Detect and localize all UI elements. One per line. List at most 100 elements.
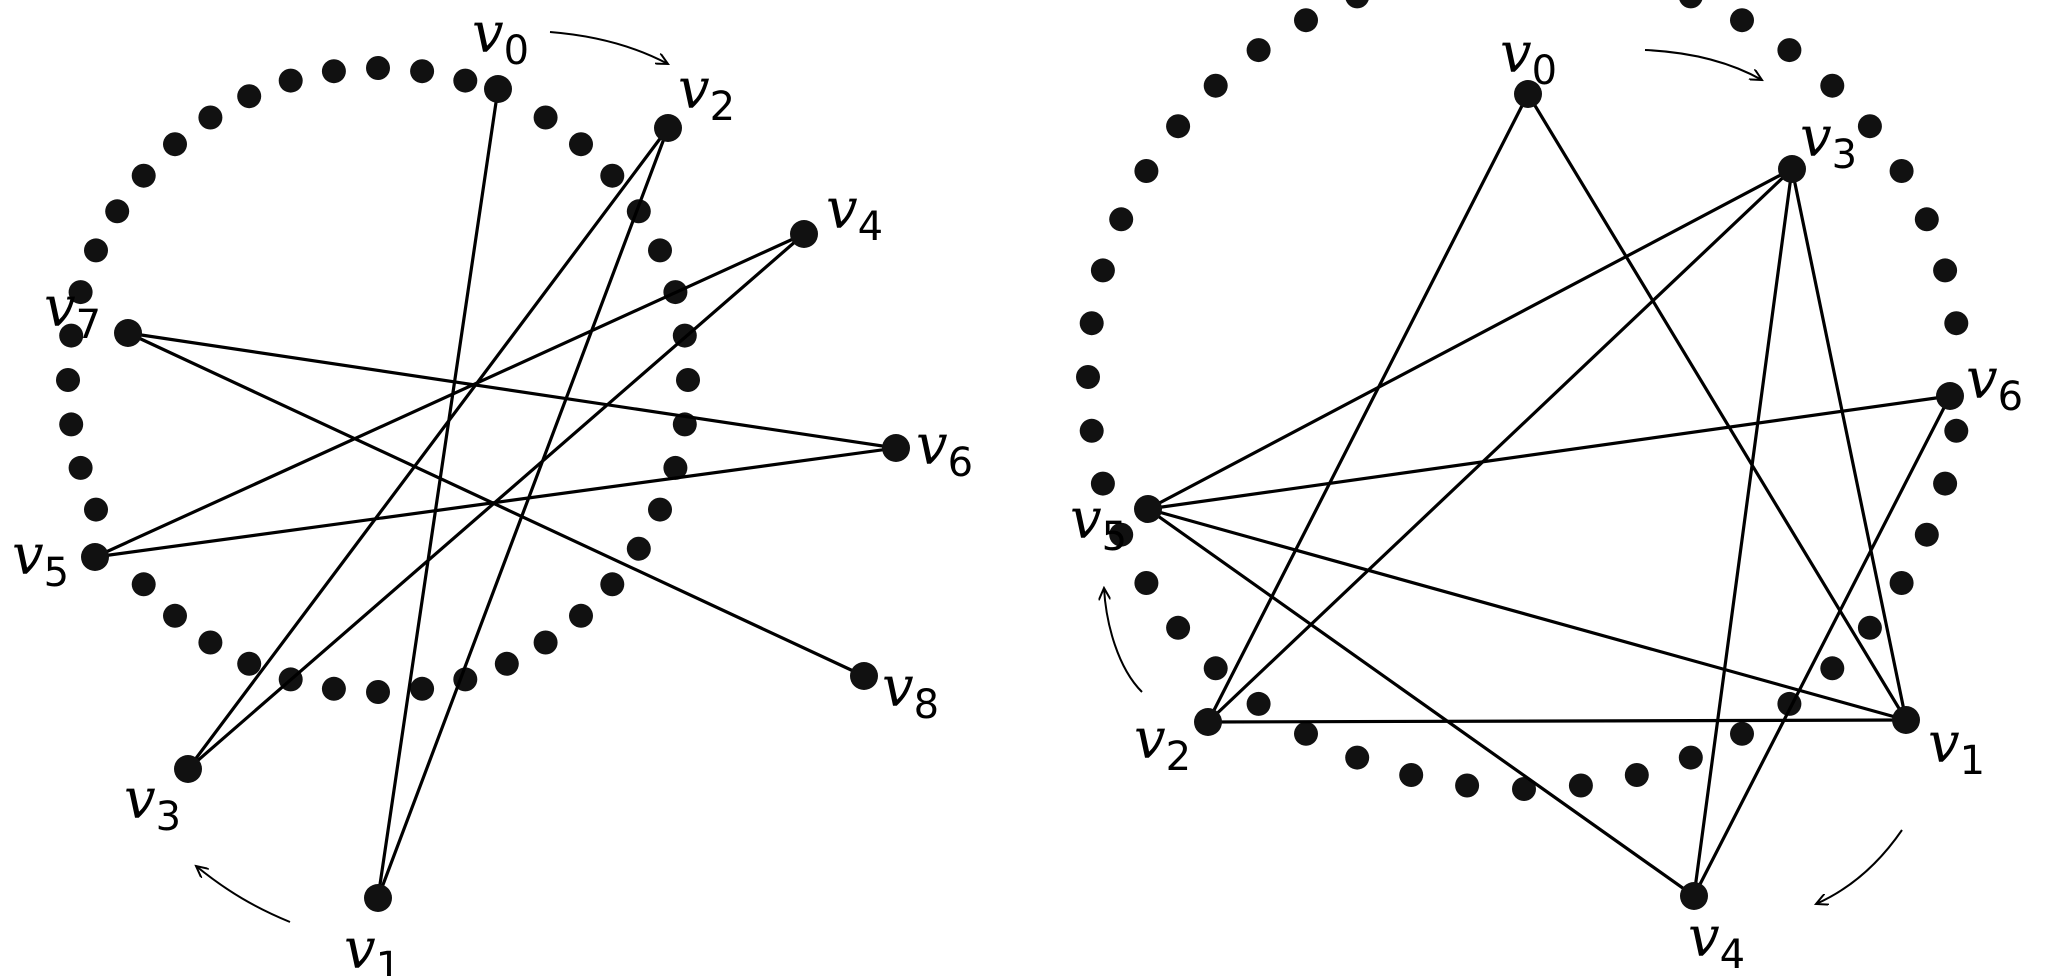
ring-dot	[163, 132, 187, 157]
vertex-letter: v	[344, 917, 376, 976]
vertex-subscript: 6	[1998, 374, 2023, 420]
vertex-label-v2: v2	[1134, 707, 1191, 780]
vertex-label-v3: v3	[124, 767, 181, 840]
vertex-label-v8: v8	[882, 655, 939, 728]
vertex-v0	[484, 75, 512, 103]
edge-v4-v5	[93, 232, 806, 559]
ring-dot	[494, 651, 519, 676]
ring-dot	[278, 68, 303, 93]
ring-dot	[676, 368, 700, 392]
ring-dot	[1624, 763, 1649, 787]
vertex-v5	[81, 543, 109, 571]
ring-dot	[1568, 773, 1593, 798]
ring-dot	[198, 630, 223, 655]
vertex-v4	[790, 220, 818, 248]
edge-v6-v4	[1692, 394, 1952, 898]
edge-v5-v1	[1146, 507, 1908, 722]
edges	[93, 87, 898, 900]
ring-dot	[84, 238, 108, 263]
vertex-v0	[1514, 80, 1542, 108]
vertex-label-v2: v2	[678, 57, 735, 130]
ring-dot	[663, 455, 688, 480]
ring-dot	[59, 323, 84, 348]
edge-v0-v1	[1526, 92, 1908, 722]
vertex-v5	[1134, 495, 1162, 523]
ring-dot	[1079, 311, 1104, 336]
ring-dot	[1203, 73, 1228, 98]
rotation-arrow-icon	[1644, 49, 1762, 80]
vertex-label-v7: v7	[44, 275, 101, 348]
vertex-letter: v	[882, 655, 914, 720]
vertex-subscript: 0	[504, 28, 529, 74]
ring-dot	[1203, 656, 1228, 681]
edge-v3-v1	[1790, 167, 1908, 722]
edge-v7-v8	[126, 331, 866, 678]
vertex-subscript: 4	[858, 204, 883, 250]
ring-dot	[68, 455, 93, 480]
edge-v0-v1	[376, 87, 500, 900]
ring-dot	[453, 68, 478, 93]
vertex-subscript: 8	[914, 682, 939, 728]
vertex-letter: v	[826, 177, 858, 242]
ring-dot	[366, 680, 390, 704]
ring-dot	[1857, 114, 1882, 139]
ring-dot	[1345, 0, 1369, 9]
ring-dot	[410, 59, 435, 84]
vertex-letter: v	[1134, 707, 1166, 772]
ring-dot	[1134, 571, 1159, 595]
vertex-letter: v	[916, 413, 948, 478]
rotation-arrows	[1104, 49, 1903, 904]
ring-dot	[84, 497, 108, 522]
ring-dot	[1294, 8, 1318, 33]
edge-v2-v3	[186, 126, 670, 771]
ring-dot	[237, 651, 262, 676]
ring-dot	[1134, 159, 1159, 183]
vertex-v4	[1680, 882, 1708, 910]
ring-dot	[1889, 159, 1914, 183]
vertex-subscript: 2	[710, 84, 735, 130]
ring-dot	[1944, 418, 1969, 443]
ring-dot	[648, 238, 672, 263]
rotation-arrows	[196, 31, 668, 923]
vertex-subscript: 2	[1166, 734, 1191, 780]
edge-v2-v1	[1206, 718, 1908, 724]
ring-dot	[1944, 311, 1969, 336]
ring-dot	[1820, 73, 1845, 98]
ring-dot	[1079, 418, 1104, 443]
vertex-v3	[174, 755, 202, 783]
vertex-v1	[1892, 706, 1920, 734]
edge-v3-v4	[1692, 167, 1794, 898]
vertex-label-v0: v0	[1500, 21, 1557, 94]
vertex-label-v6: v6	[1966, 347, 2023, 420]
ring-dot	[1166, 615, 1191, 640]
ring-dot	[1090, 258, 1115, 283]
ring-dot	[1455, 773, 1480, 798]
ring-dot	[68, 280, 93, 305]
vertex-subscript: 0	[1532, 48, 1557, 94]
vertex-label-v1: v1	[344, 917, 401, 976]
vertex-v3	[1778, 155, 1806, 183]
vertex-letter: v	[124, 767, 156, 832]
vertex-label-v5: v5	[1070, 487, 1127, 560]
ring-dot	[1933, 258, 1958, 283]
ring-dot	[1679, 0, 1703, 9]
vertex-v6	[882, 434, 910, 462]
ring-dot	[1109, 207, 1134, 232]
vertex-label-v5: v5	[12, 523, 69, 596]
vertex-letter: v	[1800, 105, 1832, 170]
vertex-letter: v	[1928, 711, 1960, 776]
ring-dot	[1820, 656, 1845, 681]
ring-dot	[1294, 721, 1318, 746]
vertex-subscript: 5	[1102, 514, 1127, 560]
ring-dot	[321, 676, 346, 701]
ring-dot	[626, 536, 651, 561]
edge-v3-v5	[1146, 167, 1794, 511]
ring-dot	[600, 163, 625, 188]
vertex-letter: v	[1070, 487, 1102, 552]
ring-dot	[569, 603, 593, 628]
vertex-v8	[850, 662, 878, 690]
ring-dot	[1730, 721, 1754, 746]
